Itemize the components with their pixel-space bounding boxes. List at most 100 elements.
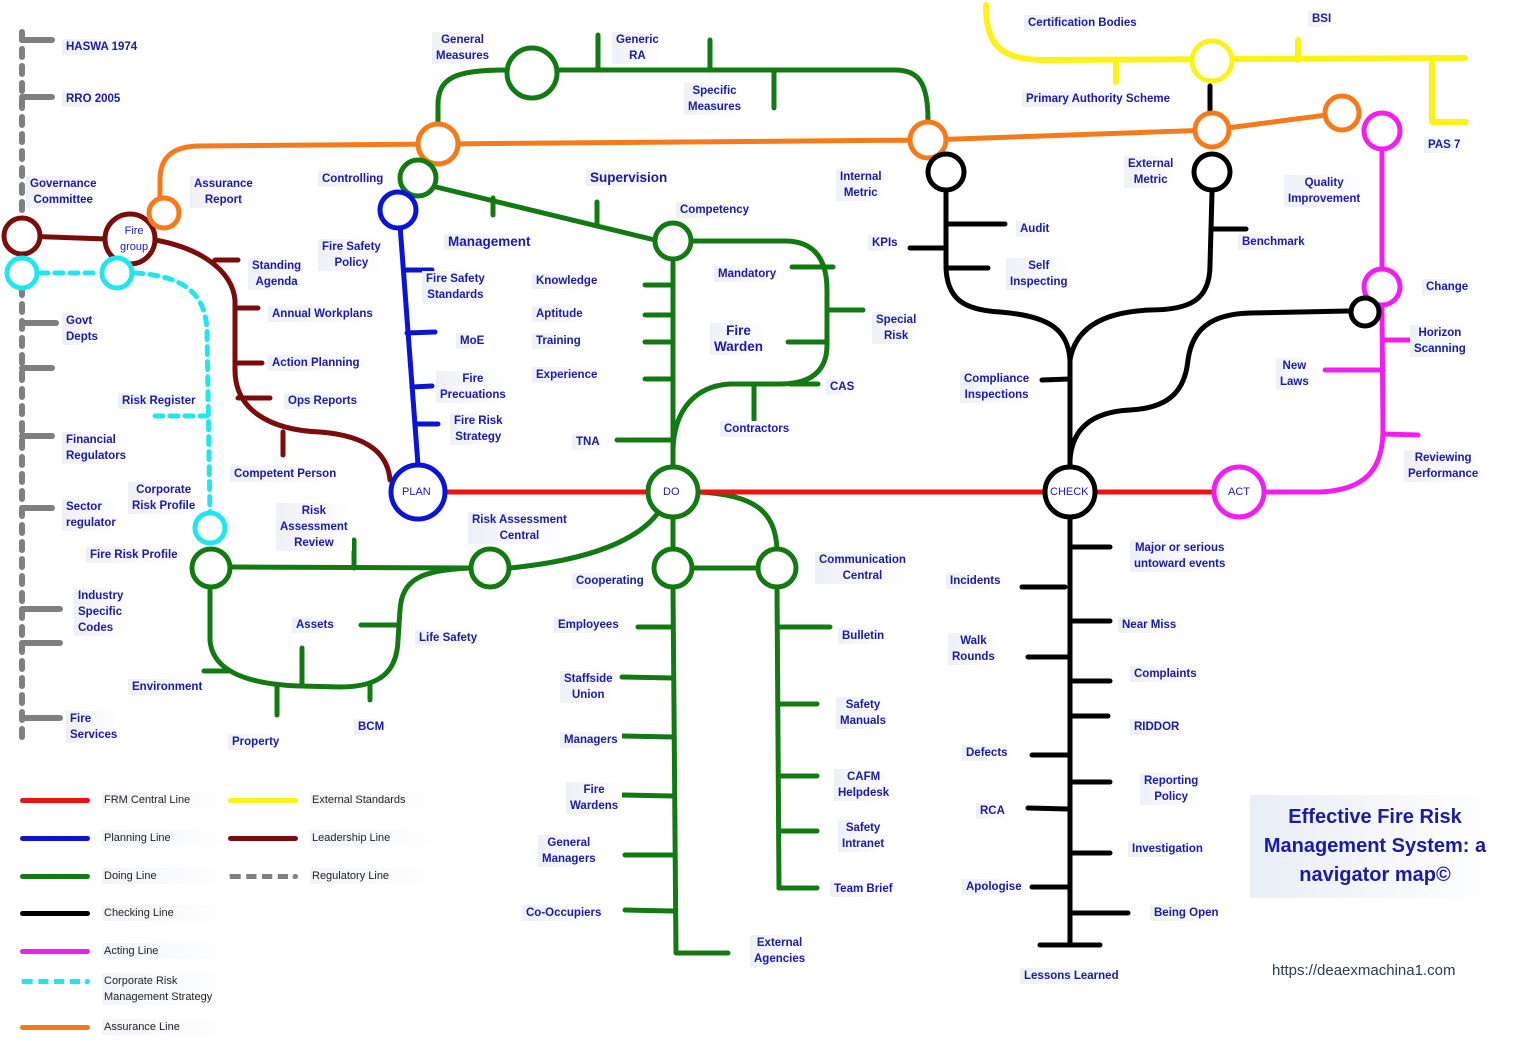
- label-external-metric: External Metric: [1124, 156, 1178, 188]
- hub-act[interactable]: [1211, 464, 1267, 520]
- label-cas: CAS: [826, 379, 859, 395]
- station-corporate-left: [4, 255, 40, 291]
- label-compliance-inspections: Compliance Inspections: [960, 371, 1034, 403]
- label-primary-authority: Primary Authority Scheme: [1022, 91, 1175, 107]
- legend-label: Doing Line: [102, 868, 234, 884]
- label-staffside-union: Staffside Union: [560, 671, 617, 703]
- source-url[interactable]: https://deaexmachina1.com: [1272, 962, 1456, 979]
- label-annual-workplans: Annual Workplans: [268, 306, 377, 322]
- label-competent-person: Competent Person: [230, 466, 341, 482]
- label-team-brief: Team Brief: [830, 881, 897, 897]
- label-industry-codes: Industry Specific Codes: [74, 588, 128, 636]
- label-experience: Experience: [532, 367, 602, 383]
- legend-label: Regulatory Line: [310, 868, 442, 884]
- planning-line: [397, 222, 441, 468]
- label-near-miss: Near Miss: [1118, 617, 1181, 633]
- map-title: Effective Fire Risk Management System: a…: [1250, 795, 1500, 898]
- legend-item: External Standards: [228, 792, 442, 808]
- hub-act-label: ACT: [1228, 486, 1250, 498]
- label-rro: RRO 2005: [62, 91, 125, 107]
- station-corporate-mid: [99, 255, 135, 291]
- label-internal-metric: Internal Metric: [836, 169, 886, 201]
- label-training: Training: [532, 333, 585, 349]
- station-assurance-left: [415, 121, 461, 167]
- legend-item: Checking Line: [20, 905, 234, 921]
- label-standing-agenda: Standing Agenda: [248, 258, 306, 290]
- label-rca: RCA: [976, 803, 1009, 819]
- station-communication-central: [755, 546, 799, 590]
- label-general-measures: General Measures: [432, 32, 494, 64]
- legend-swatch: [20, 836, 90, 841]
- legend-item: FRM Central Line: [20, 792, 234, 808]
- label-supervision: Supervision: [586, 170, 672, 186]
- hub-do[interactable]: [645, 464, 701, 520]
- station-act-link: [1348, 295, 1382, 329]
- label-fire-group: Fire group: [120, 225, 149, 253]
- hub-do-label: DO: [663, 486, 680, 498]
- label-property: Property: [228, 734, 284, 750]
- hub-check[interactable]: [1042, 464, 1098, 520]
- label-aptitude: Aptitude: [532, 306, 587, 322]
- label-fire-safety-standards: Fire Safety Standards: [422, 271, 489, 303]
- legend-label: External Standards: [310, 792, 442, 808]
- assurance-line: [157, 110, 1345, 215]
- label-fire-services: Fire Services: [66, 711, 122, 743]
- station-internal-metric: [925, 151, 967, 193]
- label-special-risk: Special Risk: [872, 312, 921, 344]
- label-new-laws: New Laws: [1276, 358, 1313, 390]
- legend-swatch: [20, 911, 90, 916]
- label-management: Management: [444, 234, 535, 250]
- label-life-safety: Life Safety: [415, 630, 482, 646]
- label-benchmark: Benchmark: [1238, 234, 1309, 250]
- label-communication-central: Communication Central: [815, 552, 910, 584]
- station-planning-top: [377, 189, 419, 231]
- label-incidents: Incidents: [946, 573, 1005, 589]
- legend-item: Acting Line: [20, 943, 234, 959]
- station-assurance-right: [907, 119, 949, 161]
- label-risk-assessment-central: Risk Assessment Central: [468, 512, 571, 544]
- label-reporting-policy: Reporting Policy: [1140, 773, 1203, 805]
- label-assurance-report: Assurance Report: [190, 176, 257, 208]
- label-general-managers: General Managers: [538, 835, 600, 867]
- hub-check-label: CHECK: [1050, 486, 1089, 498]
- label-riddor: RIDDOR: [1130, 719, 1184, 735]
- label-fire-precautions: Fire Precuations: [436, 371, 510, 403]
- station-external-standards: [1189, 38, 1235, 84]
- label-risk-register: Risk Register: [118, 393, 200, 409]
- station-change: [1361, 266, 1403, 308]
- legend-item: Regulatory Line: [228, 868, 442, 884]
- legend-swatch: [228, 836, 298, 841]
- label-walk-rounds: Walk Rounds: [948, 633, 999, 665]
- label-managers: Managers: [560, 732, 622, 748]
- legend-item: Doing Line: [20, 868, 234, 884]
- label-pas7: PAS 7: [1424, 137, 1465, 153]
- station-controlling: [397, 157, 439, 199]
- station-cooperating: [651, 546, 695, 590]
- legend-swatch: [20, 874, 90, 879]
- station-general-measures: [504, 45, 560, 101]
- legend-item: Planning Line: [20, 830, 234, 846]
- label-being-open: Being Open: [1150, 905, 1223, 921]
- label-external-agencies: External Agencies: [750, 935, 810, 967]
- label-assets: Assets: [292, 617, 338, 633]
- label-major-events: Major or serious untoward events: [1130, 540, 1230, 572]
- label-risk-assessment-review: Risk Assessment Review: [276, 503, 352, 551]
- label-knowledge: Knowledge: [532, 273, 602, 289]
- label-financial-regulators: Financial Regulators: [62, 432, 131, 464]
- legend-label: Leadership Line: [310, 830, 442, 846]
- label-horizon-scanning: Horizon Scanning: [1410, 325, 1470, 357]
- hub-plan-label: PLAN: [402, 486, 431, 498]
- label-governance: Governance Committee: [26, 176, 101, 208]
- label-quality-improvement: Quality Improvement: [1284, 175, 1365, 207]
- station-risk-assessment-central: [468, 546, 512, 590]
- label-environment: Environment: [128, 679, 207, 695]
- legend-label: FRM Central Line: [102, 792, 234, 808]
- legend-item: Corporate Risk Management Strategy: [20, 973, 234, 1005]
- label-bsi: BSI: [1308, 11, 1336, 27]
- station-quality-improvement: [1322, 93, 1362, 133]
- label-audit: Audit: [1016, 221, 1054, 237]
- external-standards-line: [983, 2, 1469, 125]
- hub-plan[interactable]: [388, 462, 448, 522]
- acting-line: [1257, 147, 1421, 495]
